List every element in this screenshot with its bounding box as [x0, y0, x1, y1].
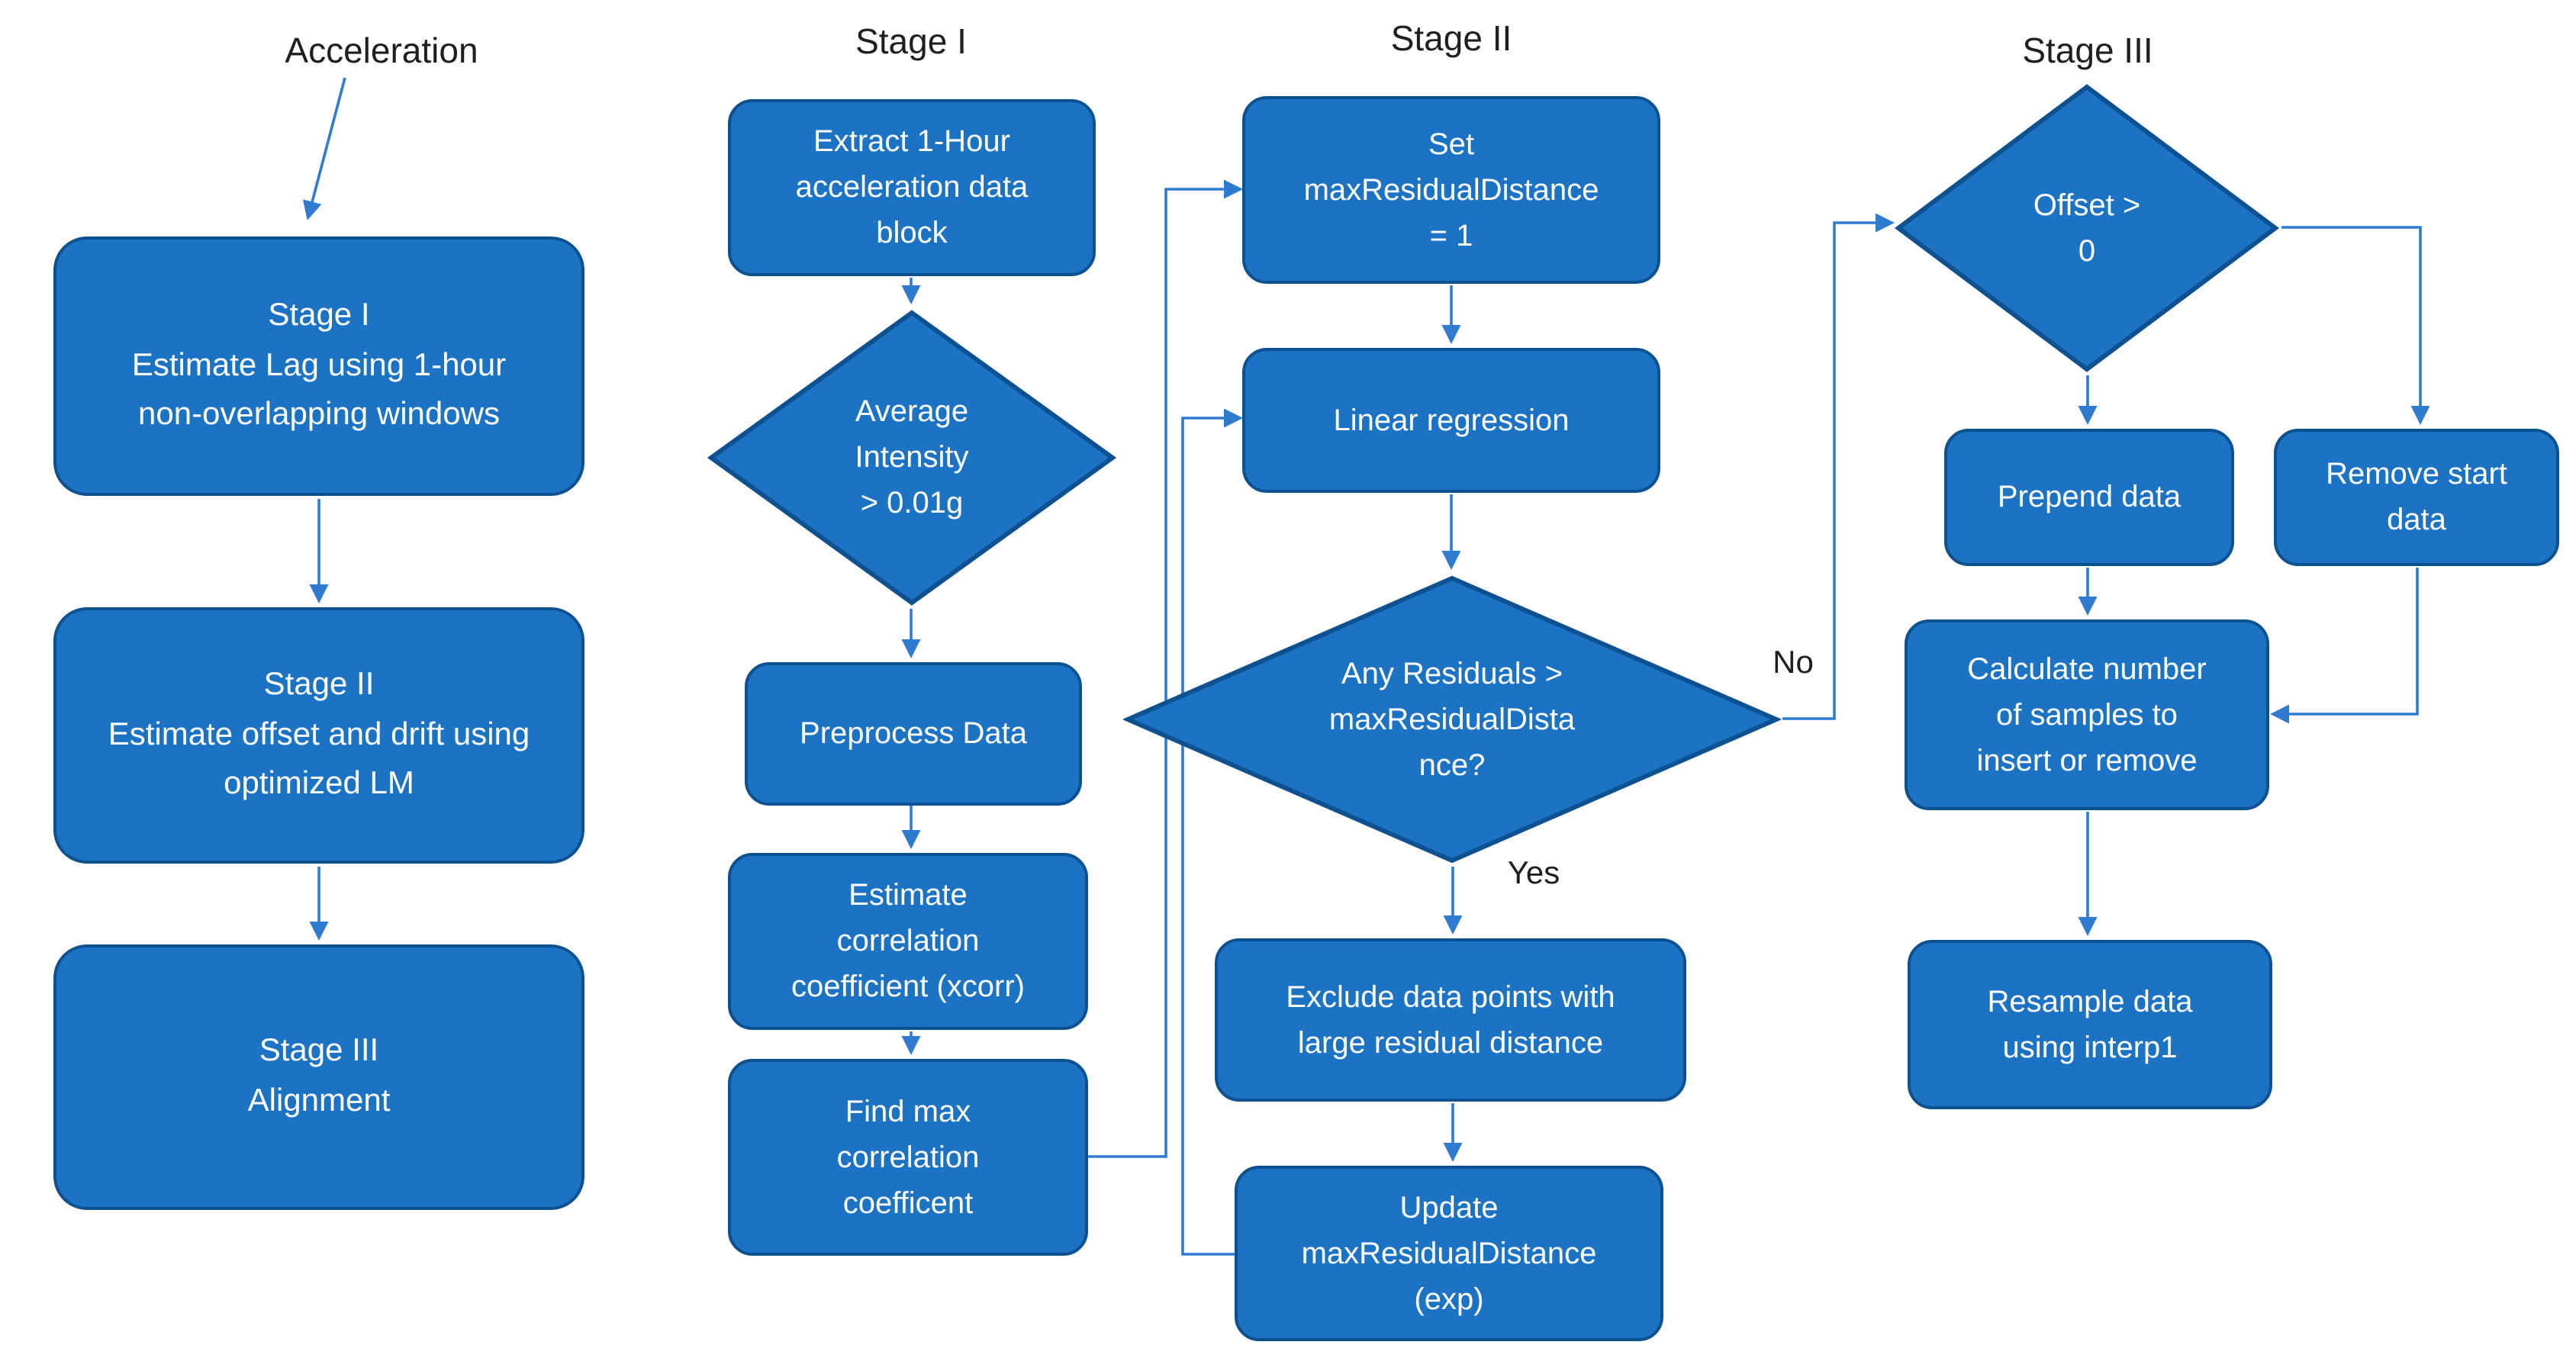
node-calculate-samples-label: Calculate number of samples to insert or…: [1967, 652, 2207, 777]
connector-update-mrd-to-linear-regression: [1181, 408, 1244, 1256]
node-overview-stage1-label: Stage I Estimate Lag using 1-hour non-ov…: [131, 298, 507, 433]
node-prepend-data: Prepend data: [1944, 429, 2234, 566]
label-no-branch: No: [1773, 645, 1814, 680]
node-avg-intensity-decision: Average Intensity > 0.01g: [707, 308, 1117, 607]
node-any-residuals-label: Any Residuals > maxResidualDista nce?: [1328, 657, 1576, 782]
node-update-max-residual-distance: Update maxResidualDistance (exp): [1235, 1166, 1663, 1341]
node-overview-stage2-label: Stage II Estimate offset and drift using…: [108, 667, 530, 802]
node-exclude-data-points: Exclude data points with large residual …: [1215, 938, 1686, 1102]
node-set-max-residual-distance: Set maxResidualDistance = 1: [1242, 96, 1660, 284]
node-offset-decision: Offset > 0: [1894, 82, 2280, 374]
diamond-shape-offset: [1894, 84, 2280, 372]
node-update-max-residual-distance-label: Update maxResidualDistance (exp): [1301, 1191, 1597, 1316]
node-resample-data: Resample data using interp1: [1908, 940, 2272, 1109]
label-stage1-header: Stage I: [855, 21, 967, 61]
node-linear-regression-label: Linear regression: [1333, 404, 1570, 437]
label-stage3-header: Stage III: [2022, 31, 2153, 70]
connector-residuals-no-to-offset: [1782, 213, 1895, 720]
diamond-shape-avg-intensity: [707, 310, 1117, 606]
node-calculate-samples: Calculate number of samples to insert or…: [1905, 619, 2269, 810]
node-estimate-correlation: Estimate correlation coefficient (xcorr): [728, 853, 1088, 1030]
node-estimate-correlation-label: Estimate correlation coefficient (xcorr): [791, 879, 1025, 1004]
diamond-shape-any-residuals: [1123, 575, 1781, 864]
node-overview-stage3: Stage III Alignment: [53, 944, 584, 1210]
node-find-max-correlation-label: Find max correlation coefficent: [836, 1095, 980, 1220]
node-prepend-data-label: Prepend data: [1997, 481, 2182, 514]
node-extract-block: Extract 1-Hour acceleration data block: [728, 99, 1096, 276]
node-preprocess-data-label: Preprocess Data: [800, 717, 1027, 751]
label-acceleration: Acceleration: [285, 31, 478, 70]
node-remove-start-data: Remove start data: [2274, 429, 2559, 566]
node-offset-label: Offset > 0: [2033, 188, 2141, 268]
label-stage2-header: Stage II: [1390, 18, 1512, 58]
node-linear-regression: Linear regression: [1242, 348, 1660, 493]
node-find-max-correlation: Find max correlation coefficent: [728, 1059, 1088, 1256]
node-any-residuals-decision: Any Residuals > maxResidualDista nce?: [1123, 574, 1781, 865]
node-overview-stage1: Stage I Estimate Lag using 1-hour non-ov…: [53, 236, 584, 496]
label-yes-branch: Yes: [1507, 856, 1560, 891]
arrow-acceleration-to-overview-stage1: [302, 77, 346, 220]
node-overview-stage2: Stage II Estimate offset and drift using…: [53, 607, 584, 864]
node-remove-start-data-label: Remove start data: [2326, 458, 2507, 537]
connector-find-max-to-set-mrd: [1088, 179, 1244, 1158]
node-overview-stage3-label: Stage III Alignment: [247, 1033, 391, 1118]
node-set-max-residual-distance-label: Set maxResidualDistance = 1: [1303, 127, 1599, 253]
node-extract-block-label: Extract 1-Hour acceleration data block: [795, 125, 1029, 250]
connector-remove-start-to-calc-samples: [2269, 568, 2419, 724]
node-avg-intensity-label: Average Intensity > 0.01g: [855, 395, 969, 520]
node-preprocess-data: Preprocess Data: [745, 662, 1082, 806]
connector-offset-to-remove-start: [2281, 226, 2430, 426]
node-resample-data-label: Resample data using interp1: [1987, 985, 2193, 1064]
node-exclude-data-points-label: Exclude data points with large residual …: [1286, 980, 1615, 1060]
